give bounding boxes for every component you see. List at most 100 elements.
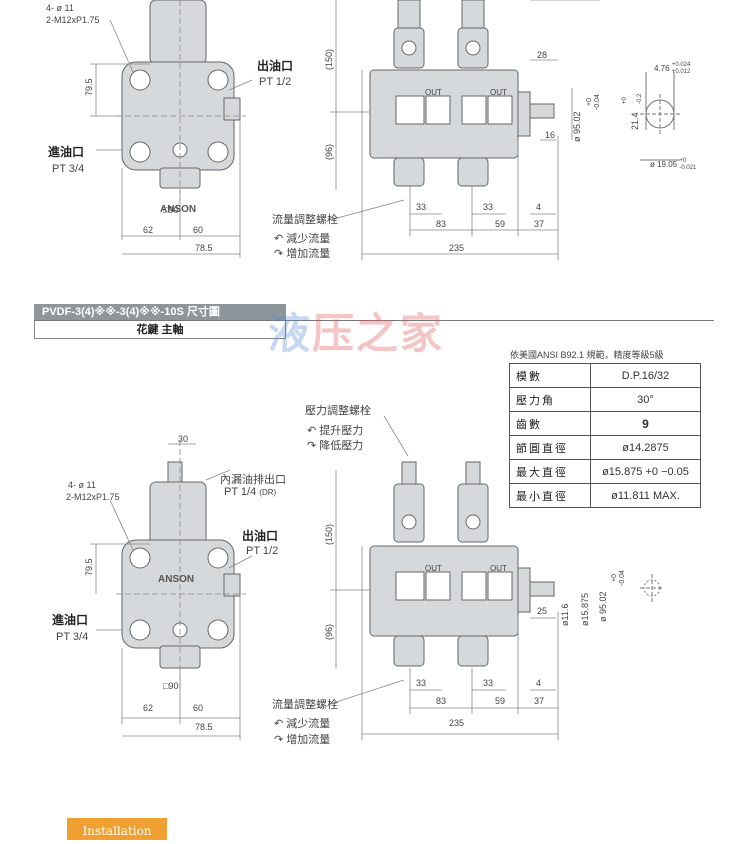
watermark-part2: 压: [312, 309, 357, 358]
bottom-dim-59: 59: [495, 696, 506, 706]
spec-value: ø11.811 MAX.: [590, 483, 701, 508]
bottom-dia-95-tol-top: +0: [611, 574, 618, 582]
bottom-dia-15-875: ø15.875: [580, 592, 590, 626]
bottom-dim-25: 25: [537, 606, 548, 616]
bottom-dim-4: 4: [536, 678, 542, 688]
top-side-view-drawing: [329, 0, 680, 260]
rotate-ccw-icon: ↶: [274, 718, 284, 730]
top-dim-37: 37: [534, 219, 545, 229]
top-shaft-1905: ø 19.05 +0 -0.021: [650, 158, 696, 172]
top-flow-title: 流量調整螺栓: [272, 214, 338, 226]
spec-key: 最小直徑: [509, 483, 591, 508]
top-dim-4: 4: [536, 202, 542, 212]
bottom-brand: ANSON: [158, 574, 195, 585]
rotate-ccw-icon: ↶: [307, 425, 317, 437]
top-thread-spec: 2-M12xP1.75: [46, 15, 100, 25]
bottom-dim-33a: 33: [416, 678, 427, 688]
top-out-label-2: OUT: [490, 88, 507, 97]
bottom-dia-11-6: ø11.6: [560, 603, 570, 626]
spec-value: 9: [590, 411, 701, 436]
bottom-dim-96: (96): [324, 623, 334, 640]
bottom-pressure-down: ↷ 降低壓力: [307, 437, 363, 453]
bottom-dia-95-tol-bot: -0.04: [619, 570, 626, 586]
bottom-out-label-2: OUT: [490, 564, 507, 573]
rotate-cw-icon: ↷: [274, 734, 284, 746]
top-shaft-1905-tol: +0 -0.021: [679, 158, 696, 172]
top-dim-62: 62: [143, 225, 154, 235]
bottom-flow-increase: ↷ 增加流量: [274, 731, 330, 747]
top-dim-28: 28: [537, 50, 548, 60]
bottom-thread-spec: 2-M12xP1.75: [66, 492, 120, 502]
spec-value: D.P.16/32: [590, 363, 701, 388]
section-divider: [34, 320, 714, 321]
top-inlet-title: 進油口: [48, 145, 85, 159]
bottom-drain-dr: (DR): [259, 488, 277, 497]
bottom-flow-decrease-label: 減少流量: [286, 718, 331, 730]
spec-key: 模數: [509, 363, 591, 388]
bottom-flow-decrease: ↶ 減少流量: [274, 715, 330, 731]
bottom-outlet-title: 出油口: [242, 529, 279, 543]
top-dim-33b: 33: [483, 202, 494, 212]
spec-value: ø15.875 +0 −0.05: [590, 459, 701, 484]
bottom-dim-33b: 33: [483, 678, 494, 688]
top-key-476: 4.76 +0.024 +0.012: [654, 62, 690, 76]
top-dim-235: 235: [449, 243, 465, 253]
bottom-flow-title: 流量調整螺栓: [272, 699, 338, 711]
rotate-cw-icon: ↷: [274, 248, 284, 260]
section-title: PVDF-3(4)※※-3(4)※※-10S 尺寸圖: [34, 304, 286, 320]
bottom-pressure-title: 壓力調整螺栓: [305, 405, 371, 417]
top-outlet-pt: PT 1/2: [259, 76, 292, 88]
top-key-476-tol-top: +0.024: [671, 62, 691, 68]
top-shaft-1905-tol-bot: -0.021: [679, 165, 697, 171]
bottom-out-label-1: OUT: [425, 564, 442, 573]
top-flow-increase: ↷ 增加流量: [274, 245, 330, 261]
bottom-inlet-pt: PT 3/4: [56, 631, 89, 643]
bottom-drain-title: 內漏油排出口: [220, 474, 286, 486]
bottom-dim-30: 30: [178, 434, 189, 444]
bottom-dim-60: 60: [193, 703, 204, 713]
watermark-part3: 之家: [356, 309, 445, 358]
top-front-view-drawing: [90, 0, 253, 258]
bottom-inlet-title: 進油口: [52, 613, 89, 627]
top-brand: ANSON: [160, 204, 197, 215]
top-inlet-pt: PT 3/4: [52, 163, 85, 175]
bottom-dia-95: ø 95.02: [598, 591, 608, 622]
spec-caption: 依美國ANSI B92.1 規範，精度等級5級: [510, 350, 664, 360]
bottom-dim-150: (150): [324, 523, 334, 545]
top-dim-78-5: 78.5: [195, 243, 213, 253]
top-hole-spec: 4- ø 11: [46, 3, 74, 13]
top-dim-60: 60: [193, 225, 204, 235]
bottom-dim-235: 235: [449, 718, 465, 728]
top-key-476-tol: +0.024 +0.012: [672, 62, 691, 76]
rotate-cw-icon: ↷: [307, 440, 317, 452]
bottom-drain-pt: PT 1/4 (DR): [224, 486, 276, 498]
top-out-label-1: OUT: [425, 88, 442, 97]
bottom-pressure-up-label: 提升壓力: [319, 425, 364, 437]
watermark-part1: 液: [268, 309, 313, 358]
bottom-pressure-up: ↶ 提升壓力: [307, 422, 363, 438]
bottom-dim-78-5: 78.5: [195, 722, 213, 732]
bottom-dim-62: 62: [143, 703, 154, 713]
top-dim-16: 16: [545, 130, 556, 140]
top-flow-decrease-label: 減少流量: [286, 233, 331, 245]
installation-button[interactable]: Installation: [67, 818, 167, 840]
top-dim-59: 59: [495, 219, 506, 229]
top-dim-83: 83: [436, 219, 447, 229]
rotate-ccw-icon: ↶: [274, 233, 284, 245]
top-sq90: □90: [163, 205, 179, 215]
top-shaft-1905-tol-top: +0: [679, 158, 687, 164]
top-shaft-1905-value: ø 19.05: [650, 160, 678, 170]
top-key-476-tol-bot: +0.012: [671, 69, 691, 75]
bottom-dim-37: 37: [534, 696, 545, 706]
top-flow-increase-label: 增加流量: [286, 248, 331, 260]
spec-value: ø14.2875: [590, 435, 701, 460]
top-key-476-value: 4.76: [654, 64, 670, 74]
bottom-outlet-pt: PT 1/2: [246, 545, 279, 557]
